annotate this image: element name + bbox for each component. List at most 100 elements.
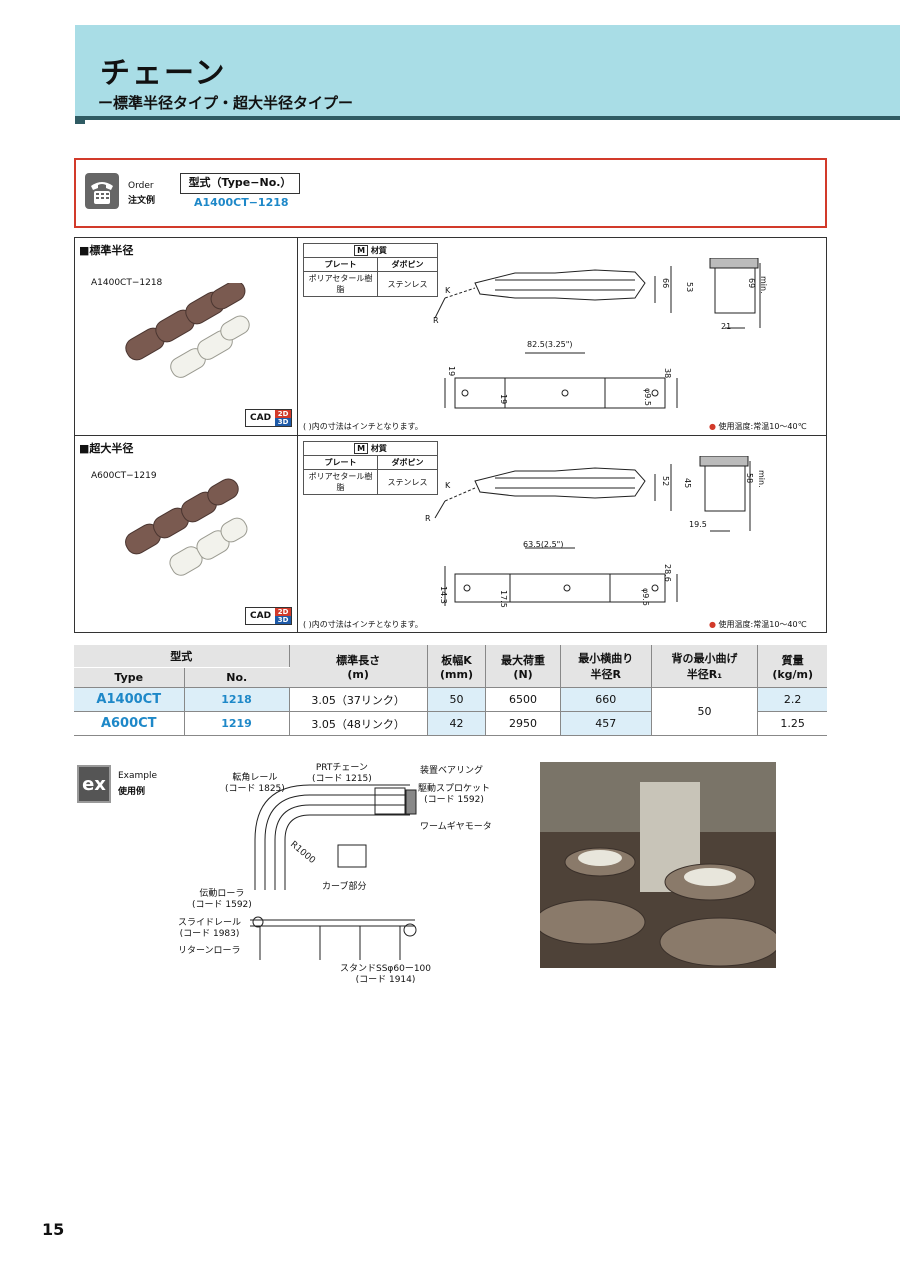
dim-r: R bbox=[425, 514, 431, 523]
example-label-jp: 使用例 bbox=[118, 787, 146, 797]
example-photo bbox=[540, 762, 776, 968]
standard-title: ■標準半径 bbox=[79, 244, 134, 257]
dim-w: 19.5 bbox=[689, 520, 707, 529]
cad-2d[interactable]: 2D bbox=[275, 608, 292, 616]
material-header: 材質 bbox=[370, 246, 387, 255]
cell-no: 1219 bbox=[184, 711, 290, 736]
standard-model: A1400CT−1218 bbox=[91, 278, 163, 288]
cell-length: 3.05（48リンク） bbox=[289, 711, 428, 736]
material-header: 材質 bbox=[370, 444, 387, 453]
header-edge bbox=[75, 116, 85, 124]
order-box bbox=[74, 158, 827, 228]
callout-return-roller: リターンローラ bbox=[178, 946, 241, 956]
dim-h3: 69 bbox=[747, 278, 756, 289]
dim-h1: 52 bbox=[661, 476, 670, 487]
cell-type: A1400CT bbox=[74, 687, 185, 712]
dim-c: 17.5 bbox=[499, 590, 508, 608]
material-val: ステンレス bbox=[377, 271, 438, 297]
cell-mass: 1.25 bbox=[757, 711, 827, 736]
temp-text: 使用温度:常温10〜40℃ bbox=[718, 422, 807, 431]
dim-a: 14.3 bbox=[439, 586, 448, 604]
dim-h2: 45 bbox=[683, 478, 692, 489]
dim-a: 19 bbox=[447, 366, 456, 377]
standard-note: ( )内の寸法はインチとなります。 bbox=[303, 422, 423, 431]
material-mark: M bbox=[354, 443, 369, 454]
large-chain-photo bbox=[125, 478, 248, 576]
thermometer-icon: ● bbox=[709, 620, 716, 629]
radius-label: R1000 bbox=[288, 840, 317, 867]
th-mass: 質量 (kg/m) bbox=[757, 645, 827, 688]
dim-min: min. bbox=[759, 276, 768, 294]
material-val: ステンレス bbox=[377, 469, 438, 495]
cell-radius: 457 bbox=[560, 711, 652, 736]
dim-h2: 53 bbox=[685, 282, 694, 293]
cell-no: 1218 bbox=[184, 687, 290, 712]
large-material-table: M 材質 プレートダボピン ポリアセタール樹脂ステンレス bbox=[303, 441, 438, 495]
cell-load: 6500 bbox=[485, 687, 561, 712]
dim-pitch: 63.5(2.5") bbox=[523, 540, 564, 549]
dim-h3: 58 bbox=[745, 473, 754, 484]
th-load: 最大荷重 (N) bbox=[485, 645, 561, 688]
large-title: ■超大半径 bbox=[79, 442, 134, 455]
cell-radius: 660 bbox=[560, 687, 652, 712]
th-radius: 最小横曲り 半径R bbox=[560, 645, 652, 688]
cell-load: 2950 bbox=[485, 711, 561, 736]
th-type: Type bbox=[74, 667, 185, 688]
th-back-radius: 背の最小曲げ 半径R₁ bbox=[651, 645, 759, 688]
cad-2d[interactable]: 2D bbox=[275, 410, 292, 418]
cell-width: 42 bbox=[427, 711, 487, 736]
standard-material-table: M 材質 プレートダボピン ポリアセタール樹脂ステンレス bbox=[303, 243, 438, 297]
page-number: 15 bbox=[42, 1220, 65, 1239]
cad-3d[interactable]: 3D bbox=[275, 616, 292, 624]
large-note: ( )内の寸法はインチとなります。 bbox=[303, 620, 423, 629]
cad-label: CAD bbox=[250, 413, 272, 423]
cell-mass: 2.2 bbox=[757, 687, 827, 712]
material-mark: M bbox=[354, 245, 369, 256]
dim-r: R bbox=[433, 316, 439, 325]
callout-bearing: 装置ベアリング bbox=[420, 766, 484, 776]
cell-type: A600CT bbox=[74, 711, 185, 736]
thermometer-icon: ● bbox=[709, 422, 716, 431]
temp-text: 使用温度:常温10〜40℃ bbox=[718, 620, 807, 629]
standard-dimension-drawing bbox=[434, 258, 761, 409]
th-model: 型式 bbox=[74, 645, 290, 668]
page-title: チェーン bbox=[100, 56, 227, 91]
cell-width: 50 bbox=[427, 687, 487, 712]
large-dimension-drawing bbox=[434, 456, 751, 606]
example-icon: ex bbox=[77, 765, 111, 803]
material-val: ポリアセタール樹脂 bbox=[303, 469, 378, 495]
example-label-en: Example bbox=[118, 771, 158, 781]
table-row: A1400CT 1218 3.05（37リンク） 50 6500 660 50 … bbox=[74, 687, 827, 736]
dim-d: φ9.5 bbox=[641, 588, 650, 606]
cad-3d[interactable]: 3D bbox=[275, 418, 292, 426]
type-value: A1400CT−1218 bbox=[194, 196, 289, 209]
dim-k: K bbox=[445, 481, 451, 490]
callout-motor: ワームギヤモータ bbox=[420, 822, 492, 832]
dim-c: 19 bbox=[499, 394, 508, 405]
callout-curve: カーブ部分 bbox=[322, 882, 367, 892]
dim-b: 38 bbox=[663, 368, 672, 379]
dim-d: φ9.5 bbox=[643, 388, 652, 406]
callout-stand: スタンドSSφ60ー100 (コード 1914) bbox=[340, 964, 431, 985]
dim-w: 21 bbox=[721, 322, 732, 331]
callout-rail: 転角レール (コード 1825) bbox=[225, 773, 285, 794]
th-no: No. bbox=[184, 667, 289, 688]
callout-slide-rail: スライドレール (コード 1983) bbox=[178, 918, 242, 939]
dim-k: K bbox=[445, 286, 451, 295]
th-width: 板幅K (mm) bbox=[427, 645, 487, 688]
dim-b: 28.6 bbox=[663, 564, 672, 582]
telephone-icon bbox=[85, 173, 119, 209]
type-label-box: 型式（Type−No.） bbox=[180, 173, 300, 194]
cell-length: 3.05（37リンク） bbox=[289, 687, 428, 712]
header-band bbox=[75, 25, 900, 120]
order-label-jp: 注文例 bbox=[128, 196, 156, 206]
order-label-en: Order bbox=[128, 181, 154, 191]
table-row: A600CT 1219 3.05（48リンク） 42 2950 457 1.25 bbox=[74, 711, 827, 736]
large-model: A600CT−1219 bbox=[91, 471, 157, 481]
cell-back-radius: 50 bbox=[651, 687, 759, 736]
cad-label: CAD bbox=[250, 611, 272, 621]
dim-pitch: 82.5(3.25") bbox=[527, 340, 573, 349]
